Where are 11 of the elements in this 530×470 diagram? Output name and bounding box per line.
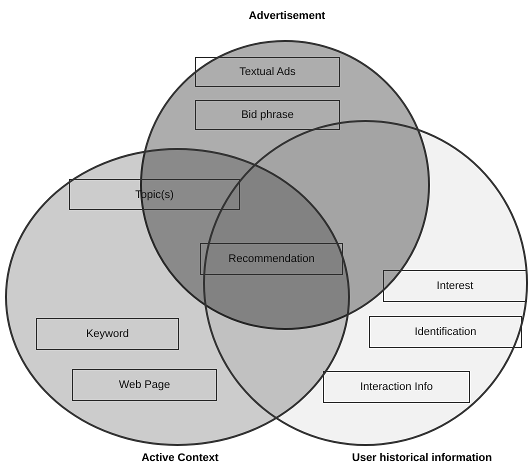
term-box: Keyword (36, 318, 179, 350)
term-box: Bid phrase (195, 100, 340, 130)
term-box: Interest (383, 270, 527, 302)
term-box: Textual Ads (195, 57, 340, 87)
set-label: User historical information (352, 452, 492, 464)
term-box: Interaction Info (323, 371, 470, 403)
term-box: Identification (369, 316, 522, 348)
set-label: Advertisement (248, 10, 326, 22)
set-label: Active Context (141, 452, 219, 464)
term-box: Recommendation (200, 243, 343, 275)
term-box: Web Page (72, 369, 217, 401)
